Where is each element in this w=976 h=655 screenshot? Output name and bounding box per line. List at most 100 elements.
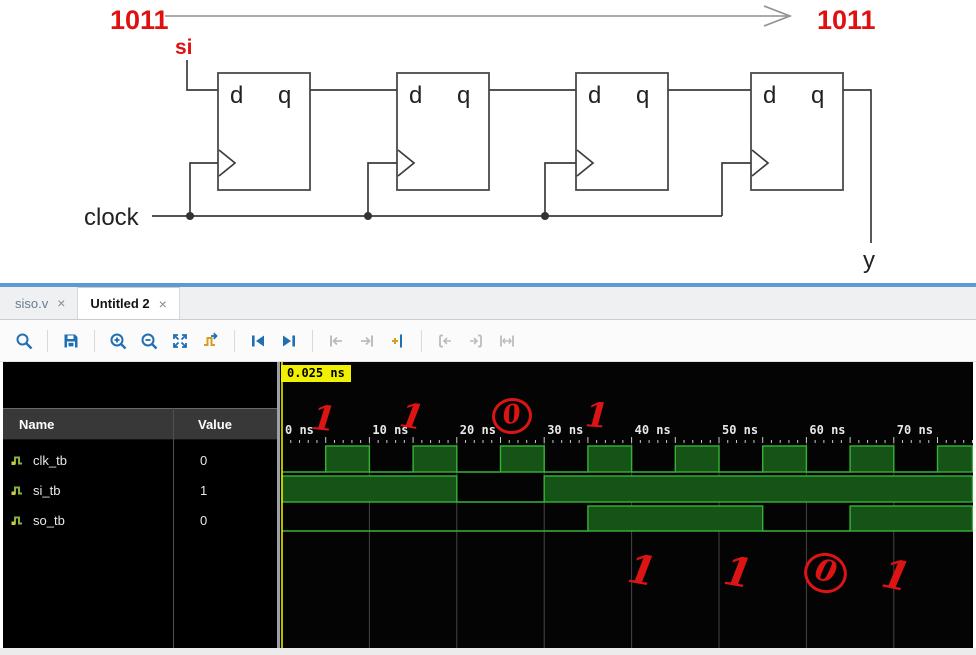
zoom-out-icon[interactable] bbox=[135, 327, 163, 355]
time-tick-label: 70 ns bbox=[897, 423, 933, 437]
signal-panel-header: Name Value bbox=[3, 408, 277, 440]
clock-triangle-icon bbox=[576, 149, 595, 177]
editor-tab-bar: siso.v × Untitled 2 × bbox=[0, 287, 976, 320]
signal-wave-icon bbox=[11, 454, 26, 466]
zoom-in-icon[interactable] bbox=[104, 327, 132, 355]
wave-high-segment bbox=[849, 505, 973, 532]
signal-name: si_tb bbox=[33, 482, 61, 498]
column-divider[interactable] bbox=[173, 408, 174, 648]
signal-wave-icon bbox=[11, 514, 26, 526]
shift-register-schematic: 1011 1011 si d q d q d bbox=[84, 5, 876, 274]
circuit-diagram: 1011 1011 si d q d q d bbox=[0, 0, 976, 283]
flip-flop-box bbox=[750, 72, 844, 191]
flip-flop-2: d q bbox=[396, 72, 490, 191]
flip-flop-box bbox=[396, 72, 490, 191]
go-to-end-icon[interactable] bbox=[275, 327, 303, 355]
cursor-time-badge[interactable]: 0.025 ns bbox=[281, 365, 351, 383]
signal-value: 1 bbox=[200, 482, 208, 498]
time-tick-label: 20 ns bbox=[460, 423, 496, 437]
wave-high-segment bbox=[849, 445, 895, 473]
output-wire bbox=[843, 89, 872, 243]
d-label: d bbox=[409, 82, 422, 109]
signal-value: 0 bbox=[200, 512, 208, 528]
flip-flop-3: d q bbox=[575, 72, 669, 191]
wave-high-segment bbox=[543, 475, 973, 503]
toolbar-separator bbox=[421, 329, 422, 352]
clock-triangle-icon bbox=[218, 149, 237, 177]
time-tick-label: 30 ns bbox=[547, 423, 583, 437]
span-markers-icon bbox=[493, 327, 521, 355]
time-tick-label: 60 ns bbox=[809, 423, 845, 437]
signal-wave-icon bbox=[11, 484, 26, 496]
d-label: d bbox=[588, 82, 601, 109]
tab-label: siso.v bbox=[15, 295, 49, 311]
q-label: q bbox=[278, 82, 291, 109]
wave-toolbar bbox=[0, 320, 976, 362]
time-tick-label: 0 ns bbox=[285, 423, 314, 437]
d-label: d bbox=[230, 82, 243, 109]
clock-branch-3 bbox=[544, 162, 576, 216]
input-value-label: 1011 bbox=[110, 5, 169, 35]
signal-row-clk-tb[interactable]: clk_tb 0 bbox=[3, 446, 277, 474]
output-label: y bbox=[863, 247, 875, 274]
flip-flop-1: d q bbox=[217, 72, 311, 191]
add-marker-icon[interactable] bbox=[384, 327, 412, 355]
serial-input-label: si bbox=[175, 36, 193, 59]
zoom-fit-icon[interactable] bbox=[166, 327, 194, 355]
junction-dot bbox=[186, 212, 194, 220]
toolbar-separator bbox=[312, 329, 313, 352]
waveform-window: Name Value clk_tb 0 si_tb 1 bbox=[0, 362, 976, 648]
junction-dot bbox=[364, 212, 372, 220]
toolbar-separator bbox=[94, 329, 95, 352]
previous-edge-icon bbox=[431, 327, 459, 355]
next-edge-icon bbox=[462, 327, 490, 355]
previous-transition-icon bbox=[322, 327, 350, 355]
toolbar-separator bbox=[47, 329, 48, 352]
tab-label: Untitled 2 bbox=[90, 296, 150, 311]
search-icon[interactable] bbox=[10, 327, 38, 355]
name-column-header: Name bbox=[19, 417, 55, 432]
clock-triangle-icon bbox=[397, 149, 416, 177]
clock-label: clock bbox=[84, 204, 140, 231]
signal-row-so-tb[interactable]: so_tb 0 bbox=[3, 506, 277, 534]
go-to-time-icon[interactable] bbox=[197, 327, 225, 355]
tab-siso-v[interactable]: siso.v × bbox=[3, 287, 79, 319]
wave-high-segment bbox=[587, 505, 764, 532]
flip-flop-4: d q bbox=[750, 72, 844, 191]
clock-triangle-icon bbox=[751, 149, 770, 177]
clock-branch-1 bbox=[189, 162, 218, 216]
wave-high-segment bbox=[762, 445, 808, 473]
toolbar-separator bbox=[234, 329, 235, 352]
signal-name: so_tb bbox=[33, 512, 65, 528]
clock-branch-4 bbox=[721, 162, 751, 216]
signal-row-si-tb[interactable]: si_tb 1 bbox=[3, 476, 277, 504]
wave-high-segment bbox=[281, 475, 458, 503]
next-transition-icon bbox=[353, 327, 381, 355]
serial-input-wire bbox=[186, 60, 218, 91]
wave-high-segment bbox=[936, 445, 973, 473]
tab-untitled-2[interactable]: Untitled 2 × bbox=[78, 287, 180, 319]
flip-flop-box bbox=[575, 72, 669, 191]
go-to-start-icon[interactable] bbox=[244, 327, 272, 355]
wave-high-segment bbox=[587, 445, 633, 473]
q-label: q bbox=[457, 82, 470, 109]
value-column-header: Value bbox=[198, 417, 232, 432]
bottom-strip bbox=[0, 648, 976, 655]
save-icon[interactable] bbox=[57, 327, 85, 355]
close-icon[interactable]: × bbox=[57, 295, 66, 311]
signal-value: 0 bbox=[200, 452, 208, 468]
signal-panel: Name Value clk_tb 0 si_tb 1 bbox=[3, 362, 280, 648]
time-tick-label: 50 ns bbox=[722, 423, 758, 437]
q-label: q bbox=[636, 82, 649, 109]
time-tick-label: 10 ns bbox=[372, 423, 408, 437]
signal-name: clk_tb bbox=[33, 452, 67, 468]
junction-dot bbox=[541, 212, 549, 220]
wave-high-segment bbox=[499, 445, 545, 473]
flip-flop-box bbox=[217, 72, 311, 191]
close-icon[interactable]: × bbox=[158, 295, 167, 312]
output-value-label: 1011 bbox=[817, 5, 876, 35]
section-divider bbox=[0, 283, 976, 287]
